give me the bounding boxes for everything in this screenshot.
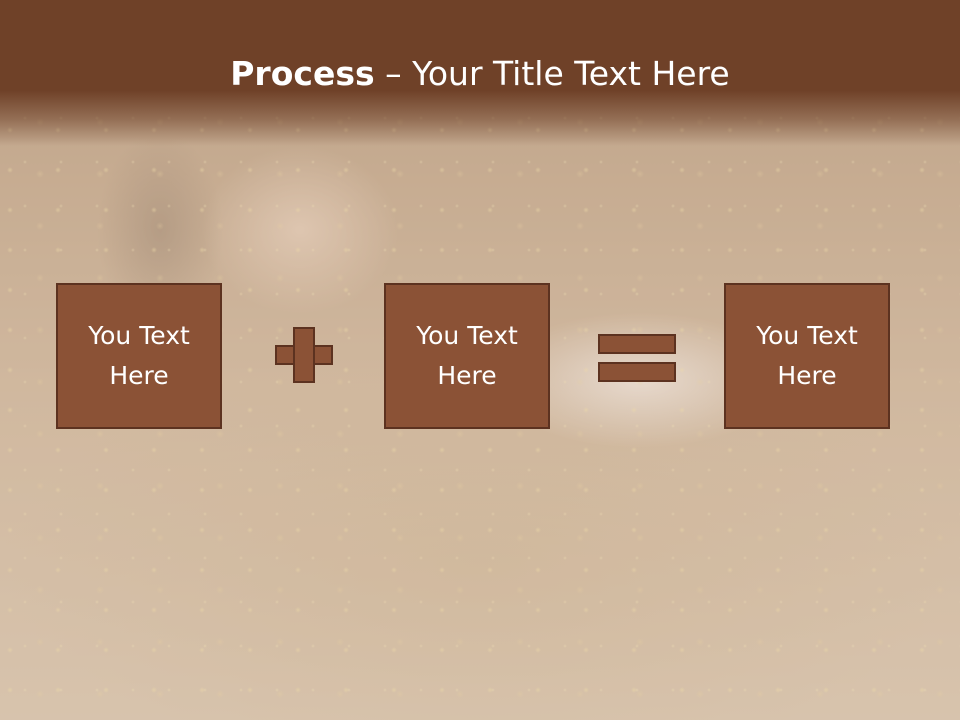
equals-icon-bottom-bar xyxy=(598,362,676,382)
equals-icon-top-bar xyxy=(598,334,676,354)
process-step-1: You Text Here xyxy=(56,283,222,429)
plus-icon-center xyxy=(295,347,313,363)
process-result-text: You Text Here xyxy=(756,321,858,390)
process-step-2-text: You Text Here xyxy=(416,321,518,390)
title-bar xyxy=(0,0,960,146)
process-step-1-text: You Text Here xyxy=(88,321,190,390)
process-step-2: You Text Here xyxy=(384,283,550,429)
slide-title-bold: Process xyxy=(230,54,375,93)
slide-title-rest: – Your Title Text Here xyxy=(374,54,730,93)
process-result: You Text Here xyxy=(724,283,890,429)
slide-title: Process – Your Title Text Here xyxy=(0,52,960,96)
